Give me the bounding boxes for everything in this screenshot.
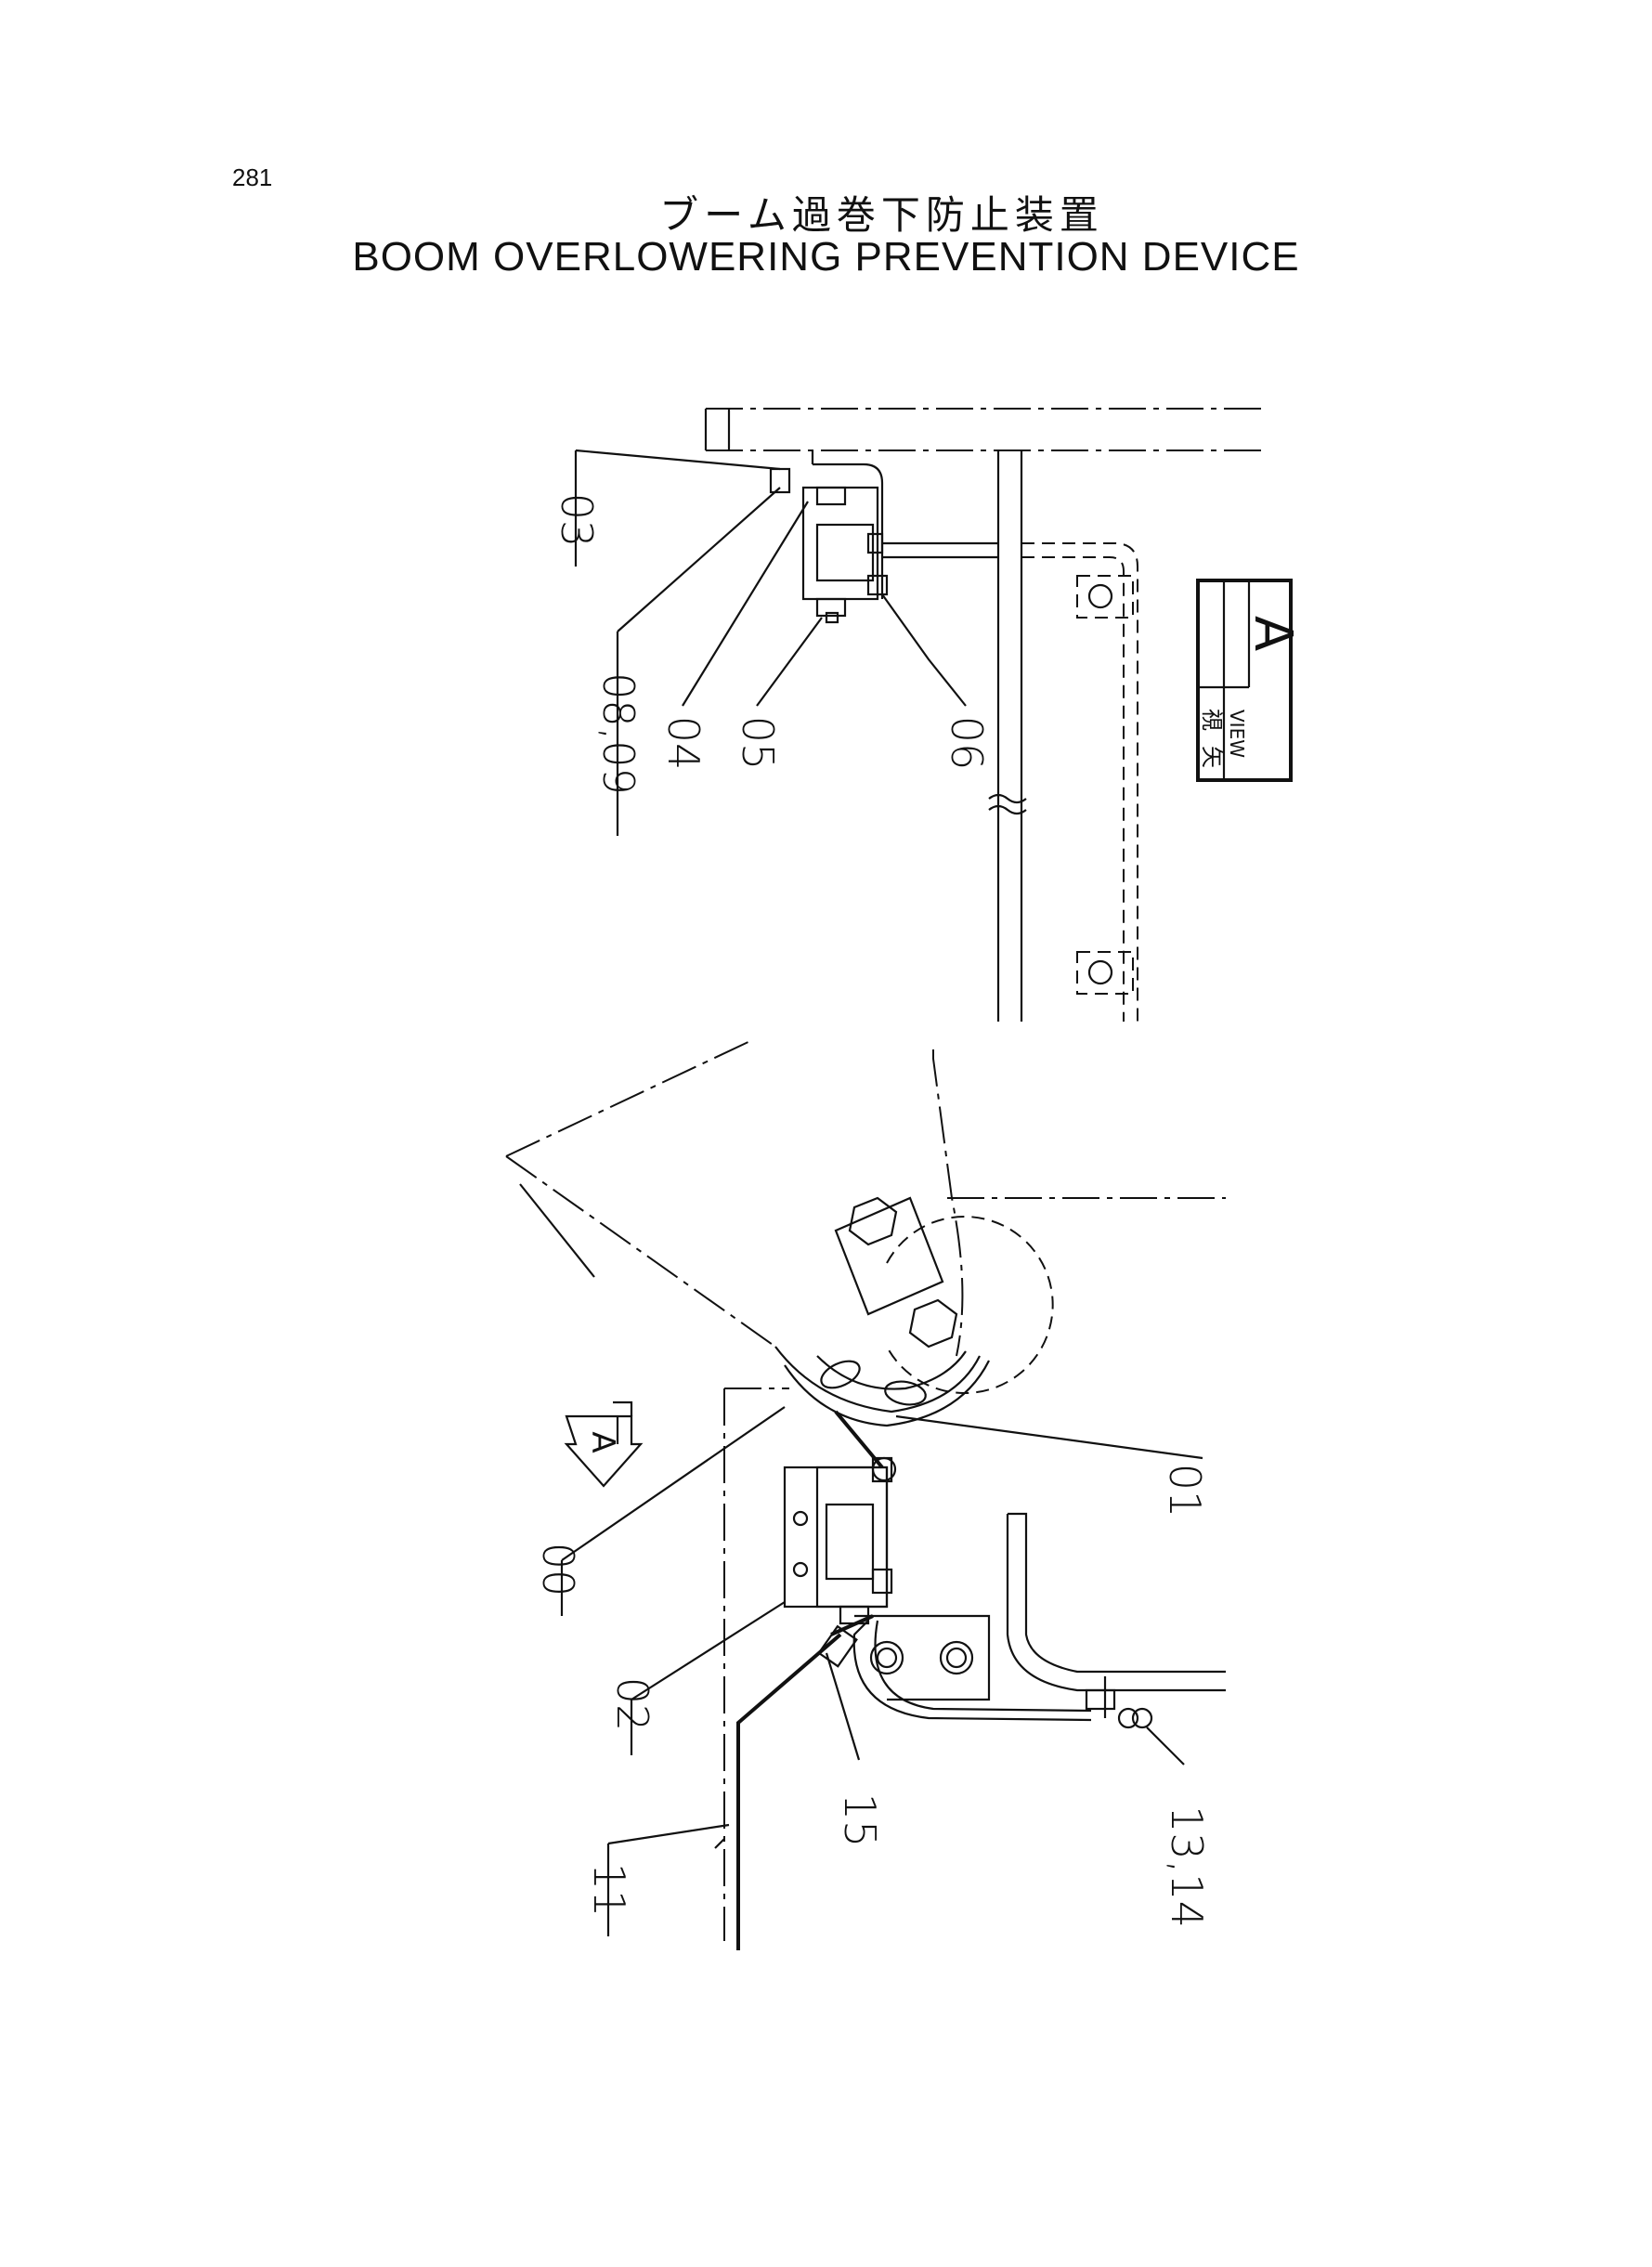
- callout-00: 00: [533, 1543, 583, 1597]
- view-direction-arrow: A: [564, 1401, 644, 1488]
- callout-08-09: 08,09: [593, 672, 644, 795]
- view-a-label-box: 矢 視 VIEW A: [1196, 579, 1303, 782]
- view-letter: A: [1242, 616, 1303, 651]
- arrow-letter: A: [584, 1431, 621, 1453]
- callout-02: 02: [607, 1677, 657, 1732]
- title-english: BOOM OVERLOWERING PREVENTION DEVICE: [352, 234, 1300, 280]
- callout-04: 04: [658, 716, 709, 771]
- callout-05: 05: [733, 716, 783, 771]
- view-kanji-1: 矢: [1199, 746, 1225, 768]
- view-kanji-2: 視: [1199, 709, 1225, 731]
- page-number: 281: [232, 163, 273, 191]
- view-word: VIEW: [1226, 710, 1248, 758]
- callout-03: 03: [552, 493, 602, 548]
- callout-11: 11: [584, 1863, 634, 1918]
- side-view-drawing: [505, 1039, 1226, 1950]
- callout-06: 06: [942, 716, 992, 771]
- title-japanese: ブーム過巻下防止装置: [659, 192, 1104, 238]
- callout-15: 15: [835, 1793, 885, 1848]
- callout-01: 01: [1160, 1464, 1210, 1518]
- callout-13-14: 13,14: [1162, 1805, 1212, 1928]
- view-a-drawing: [574, 408, 1263, 1022]
